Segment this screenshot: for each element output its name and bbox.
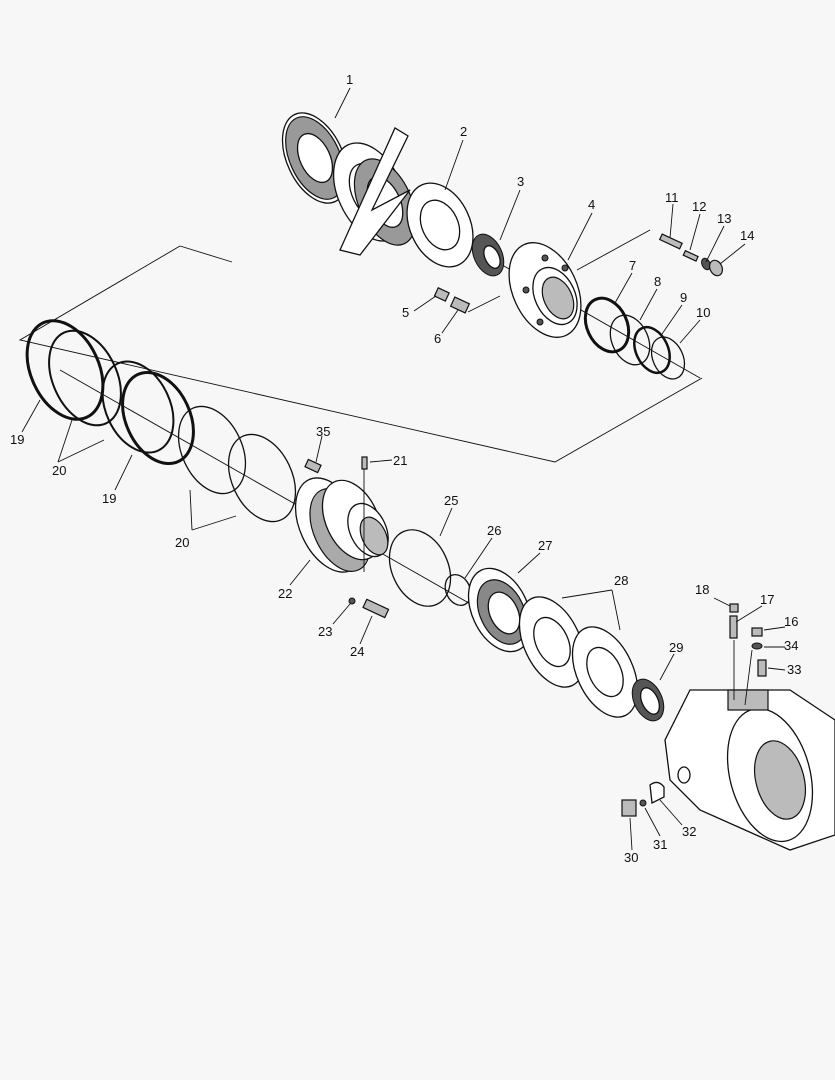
label-part-34: 34	[784, 638, 798, 653]
break-symbol	[339, 127, 411, 256]
label-part-19: 19	[10, 432, 24, 447]
assembly-boundary-line	[18, 245, 703, 463]
part-1-plate-stack	[332, 127, 417, 256]
part-34-washer	[751, 642, 763, 650]
part-20-ring-4	[227, 433, 297, 523]
part-19-seal-ring-2	[101, 360, 175, 454]
label-part-32: 32	[682, 824, 696, 839]
part-25-ring	[388, 529, 452, 607]
part-17-breather	[729, 615, 738, 639]
label-part-31: 31	[653, 837, 667, 852]
part-22-piston-housing	[294, 477, 389, 573]
label-part-18: 18	[695, 582, 709, 597]
part-4-hub	[508, 242, 582, 338]
label-part-11: 11	[665, 190, 679, 205]
label-part-19-second: 19	[102, 491, 116, 506]
part-35-fitting	[304, 458, 322, 474]
part-20-ring-2	[121, 370, 195, 466]
part-14-nut	[708, 259, 724, 277]
part-16-plug	[751, 627, 763, 637]
label-part-29: 29	[669, 640, 683, 655]
label-part-22: 22	[278, 586, 292, 601]
part-1-friction-disc	[281, 112, 349, 204]
axle-housing	[664, 689, 835, 851]
part-3-gear	[471, 233, 505, 277]
part-33-plug	[757, 659, 767, 677]
label-part-17: 17	[760, 592, 774, 607]
label-part-3: 3	[517, 174, 524, 189]
part-18-cap	[729, 603, 739, 613]
part-23-ball	[348, 597, 356, 605]
part-10-ring	[650, 336, 686, 380]
part-12-sleeve	[682, 249, 699, 262]
part-21-pin	[361, 456, 368, 470]
label-part-30: 30	[624, 850, 638, 865]
label-part-10: 10	[696, 305, 710, 320]
label-part-25: 25	[444, 493, 458, 508]
part-20-ring-3	[177, 405, 247, 495]
part-19-seal-ring	[25, 319, 105, 421]
label-part-21: 21	[393, 453, 407, 468]
part-11-stud	[658, 233, 683, 250]
label-part-12: 12	[692, 199, 706, 214]
label-part-16: 16	[784, 614, 798, 629]
label-part-1: 1	[346, 72, 353, 87]
label-part-23: 23	[318, 624, 332, 639]
part-24-pin	[362, 598, 390, 619]
label-part-27: 27	[538, 538, 552, 553]
label-part-13: 13	[717, 211, 731, 226]
part-2-plate	[406, 182, 474, 268]
part-7-seal	[583, 296, 631, 354]
label-part-26: 26	[487, 523, 501, 538]
part-13-washer	[701, 257, 711, 271]
part-27-bearing	[467, 567, 533, 653]
label-part-28: 28	[614, 573, 628, 588]
label-part-20-second: 20	[175, 535, 189, 550]
label-part-4: 4	[588, 197, 595, 212]
part-5-bolt	[433, 287, 450, 302]
label-part-2: 2	[460, 124, 467, 139]
label-part-20: 20	[52, 463, 66, 478]
label-part-8: 8	[654, 274, 661, 289]
part-32-bracket	[649, 781, 665, 804]
label-part-35: 35	[316, 424, 330, 439]
leader-lines	[21, 87, 786, 851]
part-28-disc-2	[571, 626, 639, 718]
label-part-24: 24	[350, 644, 364, 659]
assembly-boundary-line-right	[576, 229, 651, 271]
part-9-seal	[633, 325, 671, 375]
assembly-boundary-line-top	[179, 245, 233, 263]
label-part-33: 33	[787, 662, 801, 677]
part-26-ring	[444, 573, 472, 607]
part-30-drain-plug	[621, 799, 637, 817]
part-6-sleeve	[449, 296, 471, 314]
part-8-ring	[609, 314, 651, 366]
part-31-washer	[639, 799, 647, 807]
part-28-disc-1	[518, 596, 586, 688]
label-part-14: 14	[740, 228, 754, 243]
label-part-9: 9	[680, 290, 687, 305]
label-part-5: 5	[402, 305, 409, 320]
part-29-slotted-nut	[631, 678, 665, 722]
label-part-7: 7	[629, 258, 636, 273]
label-part-6: 6	[434, 331, 441, 346]
